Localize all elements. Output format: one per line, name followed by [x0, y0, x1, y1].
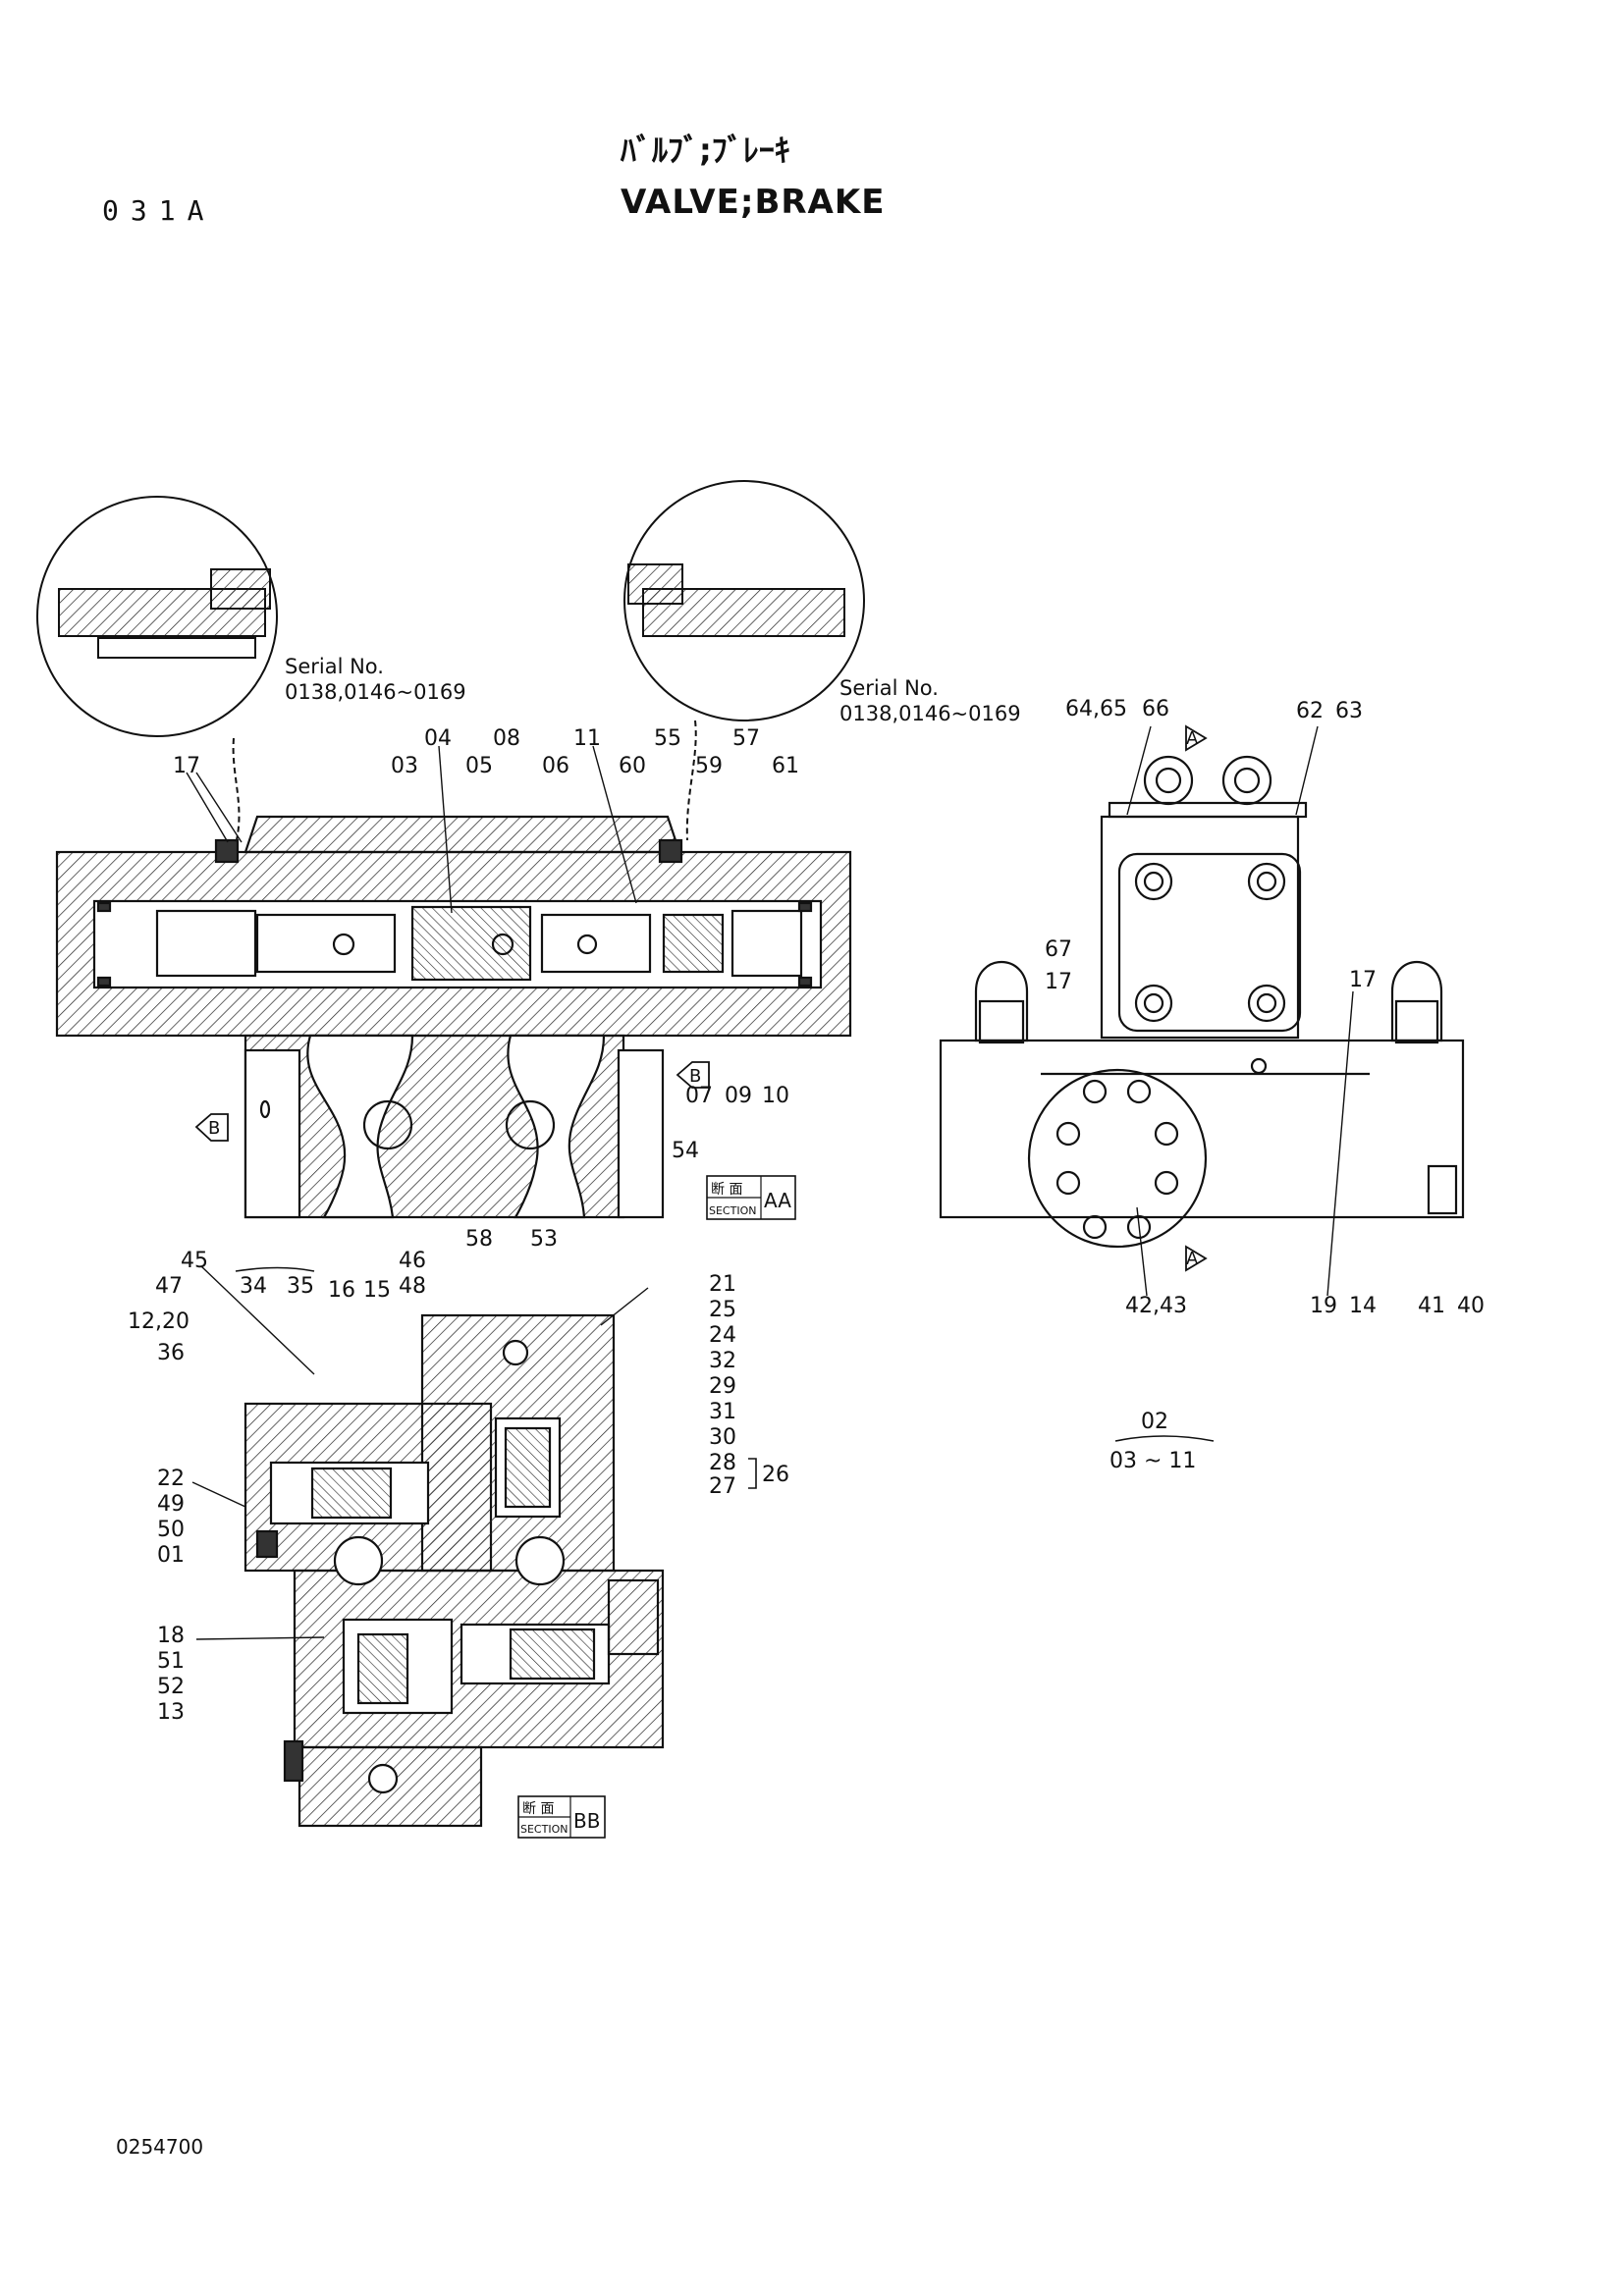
part-label: 26: [762, 1463, 789, 1487]
svg-text:AA: AA: [764, 1189, 791, 1212]
svg-text:SECTION: SECTION: [709, 1204, 756, 1217]
part-label: 05: [465, 754, 493, 778]
part-label: 18: [157, 1624, 185, 1648]
part-label: 53: [530, 1227, 558, 1252]
svg-text:断 面: 断 面: [711, 1182, 742, 1198]
part-label: 09: [725, 1084, 752, 1108]
marker-a-top: A: [1186, 728, 1199, 749]
part-label: 12,20: [128, 1309, 189, 1334]
part-label: 41: [1418, 1294, 1445, 1318]
serial-note-left-line2: 0138,0146~0169: [285, 680, 466, 704]
part-label: 31: [709, 1400, 736, 1424]
svg-text:BB: BB: [573, 1809, 600, 1833]
detail-circle-left: [36, 496, 278, 845]
section-markers: [194, 724, 1208, 1272]
part-label: 61: [772, 754, 799, 778]
part-label: 15: [363, 1278, 391, 1303]
part-label: 52: [157, 1675, 185, 1699]
part-label: 42,43: [1125, 1294, 1187, 1318]
part-label: 34: [240, 1274, 267, 1299]
assembly-note-top: 02: [1141, 1410, 1168, 1434]
marker-a-bottom: A: [1186, 1249, 1199, 1269]
part-label: 06: [542, 754, 569, 778]
part-label: 25: [709, 1298, 736, 1322]
part-label: 19: [1310, 1294, 1337, 1318]
part-label: 50: [157, 1518, 185, 1542]
section-bb-view: [243, 1313, 665, 1828]
part-label: 32: [709, 1349, 736, 1373]
part-label: 36: [157, 1341, 185, 1365]
external-view: [939, 755, 1465, 1249]
part-label: 59: [695, 754, 723, 778]
part-label: 45: [181, 1249, 208, 1273]
group-brackets: [235, 1266, 1215, 1489]
part-label: 57: [732, 726, 760, 751]
serial-note-left: Serial No. 0138,0146~0169: [285, 654, 466, 705]
leader-lines: [186, 725, 1354, 1640]
part-label: 66: [1142, 697, 1169, 721]
title-english: VALVE;BRAKE: [621, 183, 886, 222]
part-label: 21: [709, 1272, 736, 1297]
part-label: 62: [1296, 699, 1324, 723]
part-label: 49: [157, 1492, 185, 1517]
title-japanese: ﾊﾞﾙﾌﾞ;ﾌﾞﾚｰｷ: [621, 132, 790, 169]
part-label: 60: [619, 754, 646, 778]
assembly-note-bottom: 03 ~ 11: [1109, 1449, 1197, 1473]
serial-note-right-line1: Serial No.: [839, 676, 939, 700]
marker-b-right: B: [689, 1066, 701, 1087]
part-label: 30: [709, 1425, 736, 1450]
part-label: 63: [1335, 699, 1363, 723]
section-tag-aa: 断 面 SECTION AA: [706, 1175, 796, 1220]
part-label: 27: [709, 1474, 736, 1499]
part-label: 40: [1457, 1294, 1485, 1318]
part-label: 55: [654, 726, 681, 751]
part-label: 16: [328, 1278, 355, 1303]
part-label: 64,65: [1065, 697, 1127, 721]
part-label: 28: [709, 1451, 736, 1475]
part-label: 67: [1045, 937, 1072, 962]
part-label: 08: [493, 726, 520, 751]
document-number: 0254700: [116, 2135, 204, 2159]
part-label: 51: [157, 1649, 185, 1674]
part-label: 14: [1349, 1294, 1377, 1318]
part-label: 46: [399, 1249, 426, 1273]
serial-note-left-line1: Serial No.: [285, 655, 384, 678]
svg-text:SECTION: SECTION: [520, 1823, 568, 1836]
section-aa-view: [55, 815, 852, 1219]
part-label: 17: [1045, 970, 1072, 994]
part-label: 17: [1349, 968, 1377, 992]
part-label: 04: [424, 726, 452, 751]
part-label: 11: [573, 726, 601, 751]
part-label: 47: [155, 1274, 183, 1299]
section-marker-letters: B B A A: [208, 728, 1199, 1269]
part-label: 24: [709, 1323, 736, 1348]
part-label: 10: [762, 1084, 789, 1108]
part-label: 29: [709, 1374, 736, 1399]
part-label: 07: [685, 1084, 713, 1108]
part-label: 17: [173, 754, 200, 778]
detail-circle-right: [623, 480, 865, 841]
page-code: 031A: [102, 194, 216, 227]
marker-b-left: B: [208, 1118, 220, 1139]
part-label: 13: [157, 1700, 185, 1725]
part-label: 22: [157, 1467, 185, 1491]
serial-note-right-line2: 0138,0146~0169: [839, 702, 1021, 725]
part-label: 03: [391, 754, 418, 778]
part-label: 35: [287, 1274, 314, 1299]
part-label: 58: [465, 1227, 493, 1252]
section-tag-bb: 断 面 SECTION BB: [517, 1795, 606, 1839]
part-label: 48: [399, 1274, 426, 1299]
serial-note-right: Serial No. 0138,0146~0169: [839, 675, 1021, 726]
part-label: 01: [157, 1543, 185, 1568]
part-label: 54: [672, 1139, 699, 1163]
svg-text:断 面: 断 面: [522, 1801, 554, 1817]
